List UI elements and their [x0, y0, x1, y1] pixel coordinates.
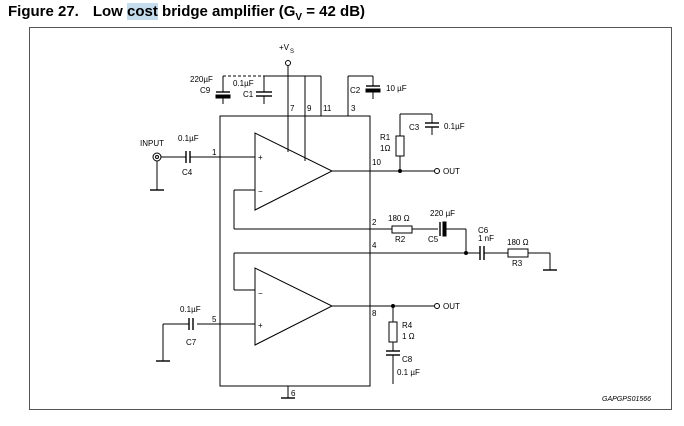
- pin-5: 5: [212, 315, 217, 324]
- figure-caption: Figure 27.Low cost bridge amplifier (GV …: [8, 3, 365, 23]
- figure-number: Figure 27.: [8, 3, 79, 20]
- c9-value: 220µF: [190, 75, 213, 84]
- pin-3: 3: [351, 104, 356, 113]
- pin4-wiring: [233, 246, 557, 291]
- c8-value: 0.1 µF: [397, 368, 420, 377]
- c2-capacitor: [347, 75, 381, 116]
- pin-6: 6: [291, 389, 296, 398]
- pin-4: 4: [372, 241, 377, 250]
- c7-label: C7: [186, 338, 197, 347]
- c4-label: C4: [182, 168, 193, 177]
- c2-value: 10 µF: [386, 84, 407, 93]
- upper-out-label: OUT: [443, 167, 460, 176]
- c1-label: C1: [243, 90, 254, 99]
- input-label: INPUT: [140, 139, 164, 148]
- caption-subscript: V: [295, 12, 303, 23]
- lower-amp-plus: +: [258, 321, 263, 330]
- reference-code: GAPGPS01566: [602, 396, 651, 403]
- lower-amplifier: [254, 267, 334, 346]
- r3-value: 180 Ω: [507, 238, 529, 247]
- lower-output-junction: [391, 304, 395, 308]
- upper-output-junction: [398, 169, 402, 173]
- lower-output-wiring: [332, 305, 434, 384]
- pin-2: 2: [372, 218, 377, 227]
- pin6-ground: [281, 386, 295, 399]
- c8-label: C8: [402, 355, 413, 364]
- pin2-wiring: [233, 189, 467, 253]
- c9-label: C9: [200, 86, 211, 95]
- lower-amp-minus: −: [258, 289, 263, 298]
- upper-amp-minus: −: [258, 187, 263, 196]
- pin-9: 9: [307, 104, 312, 113]
- c2-label: C2: [350, 86, 361, 95]
- c5-label: C5: [428, 235, 439, 244]
- r4-value: 1 Ω: [402, 332, 415, 341]
- lower-out-terminal: [434, 303, 440, 309]
- c1-capacitor: [256, 76, 272, 104]
- c3-value: 0.1µF: [444, 122, 465, 131]
- input-wiring: [150, 151, 255, 191]
- svg-text:S: S: [290, 49, 294, 55]
- c9-capacitor: [215, 76, 231, 104]
- caption-text-start: Low: [92, 3, 128, 20]
- c7-value: 0.1µF: [180, 305, 201, 314]
- pin-8: 8: [372, 309, 377, 318]
- c6-value: 1 nF: [478, 234, 494, 243]
- c6-label: C6: [478, 226, 489, 235]
- pin-1: 1: [212, 148, 217, 157]
- input-terminal: [152, 152, 162, 162]
- c1-value: 0.1µF: [233, 79, 254, 88]
- r4-label: R4: [402, 321, 413, 330]
- supply-wiring: [223, 66, 322, 161]
- c4-value: 0.1µF: [178, 134, 199, 143]
- pin-10: 10: [372, 158, 381, 167]
- pin5-wiring: [156, 318, 255, 362]
- c5-value: 220 µF: [430, 209, 455, 218]
- caption-highlight: cost: [127, 3, 158, 20]
- pin4-junction: [464, 251, 468, 255]
- upper-amplifier: [254, 132, 334, 211]
- r1-label: R1: [380, 133, 391, 142]
- upper-out-terminal: [434, 168, 440, 174]
- lower-out-label: OUT: [443, 302, 460, 311]
- r2-label: R2: [395, 235, 406, 244]
- r2-value: 180 Ω: [388, 214, 410, 223]
- ic-body: [219, 115, 371, 387]
- svg-text:+V: +V: [279, 43, 290, 52]
- figure-frame: [29, 27, 672, 410]
- upper-output-wiring: [332, 113, 439, 172]
- caption-text-mid: bridge amplifier (G: [157, 3, 296, 20]
- upper-amp-plus: +: [258, 153, 263, 162]
- pin-11: 11: [323, 104, 332, 113]
- caption-gain: = 42 dB): [302, 3, 366, 20]
- c3-label: C3: [409, 123, 420, 132]
- supply-terminal: +V S: [279, 43, 294, 66]
- r3-label: R3: [512, 259, 523, 268]
- pin-7: 7: [290, 104, 295, 113]
- r1-value: 1Ω: [380, 144, 390, 153]
